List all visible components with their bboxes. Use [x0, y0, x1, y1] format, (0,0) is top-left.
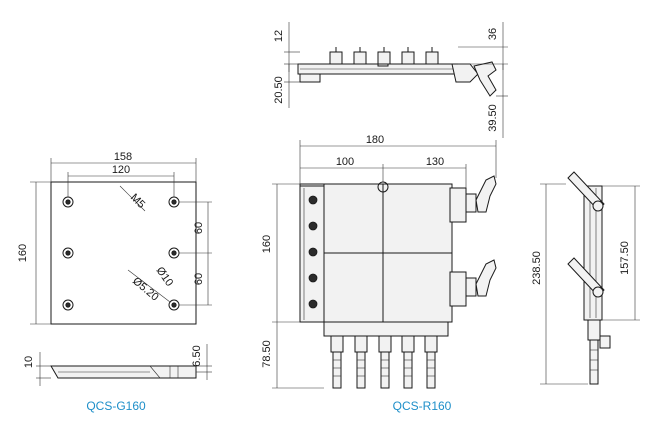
nozzle — [353, 47, 367, 65]
caption-qcs-r160: QCS-R160 — [393, 399, 452, 413]
dim-158: 158 — [114, 151, 132, 163]
dim-160-front: 160 — [261, 235, 273, 253]
g160-top-view: 158 120 M5 160 60 60 Ø5.20 Ø10 — [17, 151, 212, 325]
hole — [62, 299, 74, 311]
hole — [168, 196, 180, 208]
dim-60-upper: 60 — [193, 222, 205, 234]
thread-m5: M5 — [128, 192, 147, 211]
r160-front-view: 180 100 130 160 78.50 — [261, 134, 497, 389]
end-side-fitting — [599, 335, 611, 349]
dim-157-50: 157.50 — [619, 241, 631, 275]
dim-20-50: 20.50 — [273, 76, 285, 104]
port — [308, 299, 318, 309]
dim-12: 12 — [273, 30, 285, 42]
dim-10: 10 — [23, 356, 35, 368]
r160-end-view: 238.50 157.50 — [531, 171, 640, 385]
dim-78-50: 78.50 — [261, 340, 273, 368]
nozzle — [401, 47, 415, 65]
dim-6-50: 6.50 — [191, 345, 203, 366]
dim-180: 180 — [366, 134, 384, 146]
r160-lower-clamp — [449, 259, 497, 307]
r160-bottom-nozzles — [330, 335, 438, 389]
hole — [62, 196, 74, 208]
hole — [62, 247, 74, 259]
nozzle — [378, 335, 392, 389]
hole-dia-10: Ø10 — [154, 265, 176, 289]
r160-clamp-lever — [473, 61, 497, 97]
dim-238-50: 238.50 — [531, 251, 543, 285]
r160-rail-ports — [308, 195, 318, 309]
nozzle — [425, 47, 439, 65]
r160-nozzle-manifold — [323, 321, 449, 337]
port — [308, 273, 318, 283]
r160-foot — [299, 73, 321, 83]
port — [308, 221, 318, 231]
nozzle — [329, 47, 343, 65]
hole-dia-5-20: Ø5.20 — [130, 275, 161, 303]
nozzle — [330, 335, 344, 389]
dim-36: 36 — [487, 28, 499, 40]
dim-130: 130 — [426, 156, 444, 168]
end-upper-lever — [567, 171, 605, 211]
dim-100: 100 — [336, 156, 354, 168]
caption-qcs-g160: QCS-G160 — [86, 399, 146, 413]
hole — [168, 299, 180, 311]
nozzle — [354, 335, 368, 389]
end-lower-lever — [567, 257, 605, 297]
g160-side-view: 10 6.50 — [23, 344, 212, 386]
r160-side-view: 12 20.50 36 39.50 — [273, 22, 508, 138]
nozzle — [424, 335, 438, 389]
nozzle — [401, 335, 415, 389]
dim-120: 120 — [112, 164, 130, 176]
port — [308, 195, 318, 205]
dim-39-50: 39.50 — [487, 104, 499, 132]
nozzle — [377, 47, 391, 65]
r160-upper-clamp — [449, 175, 497, 223]
g160-holes — [62, 196, 180, 311]
dim-60-lower: 60 — [193, 273, 205, 285]
port — [308, 247, 318, 257]
r160-top-nozzles — [329, 47, 439, 65]
dim-160-left: 160 — [17, 244, 29, 262]
hole — [168, 247, 180, 259]
